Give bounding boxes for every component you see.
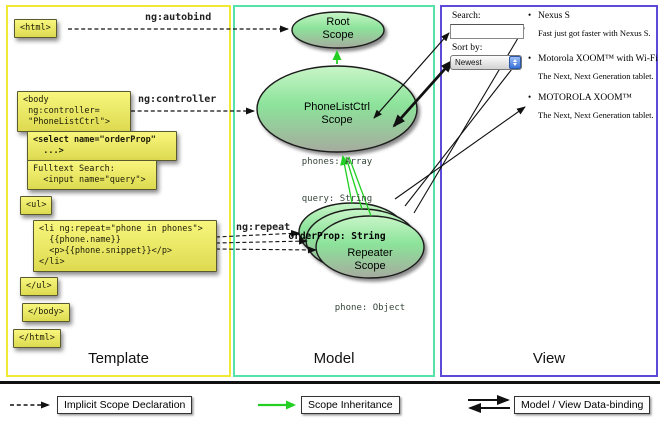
phone-title: Nexus S (538, 11, 570, 21)
phonelistctrl-prop-query: query: String (301, 194, 373, 204)
legend-divider (0, 381, 660, 384)
phone-desc: The Next, Next Generation tablet. (538, 110, 654, 120)
body-close-tag-box: </body> (22, 303, 70, 322)
list-item: • Motorola XOOM™ with Wi-Fi The Next, Nex… (528, 53, 658, 81)
bullet-icon: • (528, 92, 532, 102)
ng-autobind-label: ng:autobind (145, 12, 212, 23)
phone-desc: The Next, Next Generation tablet. (538, 71, 654, 81)
ul-close-tag-box: </ul> (20, 277, 58, 296)
body-open-tag-box: <body ng:controller= "PhoneListCtrl"> (17, 91, 131, 132)
template-column-label: Template (88, 350, 149, 367)
legend-databinding-box: Model / View Data-binding (514, 396, 651, 414)
li-repeat-box: <li ng:repeat="phone in phones"> {{phone… (33, 220, 217, 272)
model-column-label: Model (313, 350, 355, 367)
ng-controller-label: ng:controller (138, 94, 217, 105)
root-scope-title: Root Scope (322, 16, 354, 41)
view-column-label: View (532, 350, 566, 367)
legend-implicit-scope-box: Implicit Scope Declaration (57, 396, 193, 414)
legend-double-arrow (468, 395, 510, 413)
bullet-icon: • (528, 53, 532, 63)
phone-desc: Fast just got faster with Nexus S. (538, 28, 651, 38)
ul-open-tag-box: <ul> (20, 196, 53, 215)
sort-by-label: Sort by: (452, 43, 483, 53)
select-tag-box: <select name="orderProp" ...> (27, 131, 177, 161)
bullet-icon: • (528, 10, 532, 20)
sort-dropdown-value: Newest (455, 58, 482, 67)
sort-dropdown[interactable]: Newest (450, 55, 522, 70)
repeater-scope-label: Repeater Scope phone: Object (310, 221, 430, 340)
phone-title: MOTOROLA XOOM™ (538, 93, 632, 103)
search-input[interactable] (450, 24, 524, 39)
phonelistctrl-prop-phones: phones: Array (301, 157, 373, 167)
dropdown-stepper-icon (509, 56, 521, 69)
phonelistctrl-scope-title: PhoneListCtrl Scope (303, 101, 371, 126)
html-close-tag-box: </html> (13, 329, 61, 348)
phone-title: Motorola XOOM™ with Wi-Fi (538, 54, 658, 64)
repeater-scope-title: Repeater Scope (347, 247, 393, 272)
search-label: Search: (452, 11, 481, 21)
legend-scope-inheritance-box: Scope Inheritance (301, 396, 400, 414)
list-item: • Nexus S Fast just got faster with Nexus… (528, 10, 656, 38)
html-open-tag-box: <html> (14, 19, 57, 38)
repeater-prop-phone: phone: Object (334, 303, 406, 313)
list-item: • MOTOROLA XOOM™ The Next, Next Generatio… (528, 92, 656, 120)
fulltext-search-box: Fulltext Search: <input name="query"> (27, 160, 157, 190)
ng-repeat-label: ng:repeat (236, 222, 291, 233)
